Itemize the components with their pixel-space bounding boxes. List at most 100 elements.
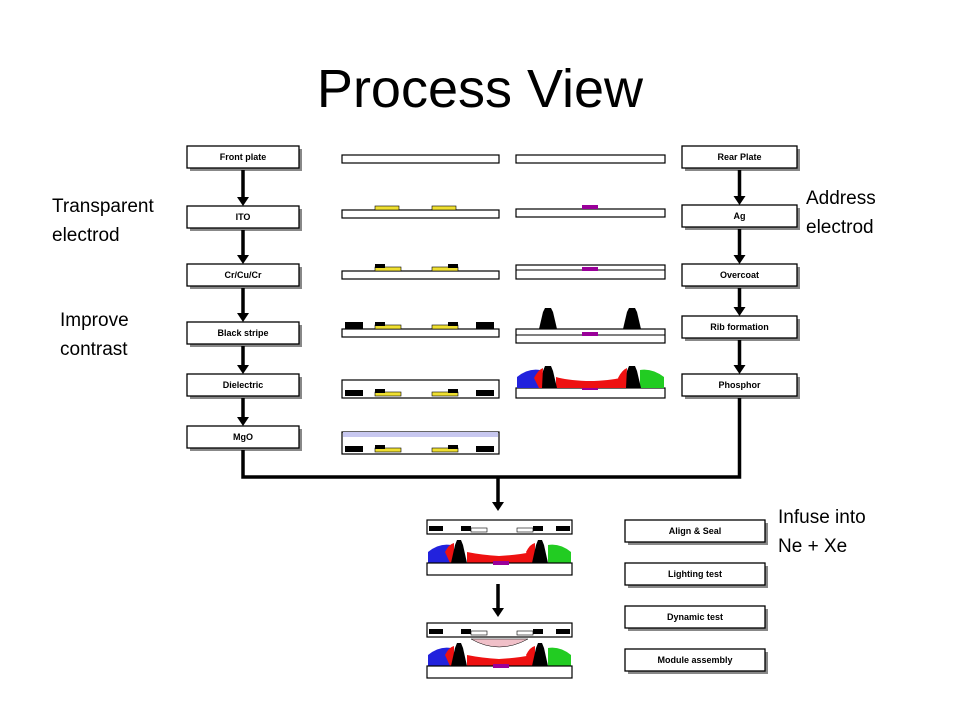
mgo-layer — [343, 432, 498, 437]
bus-electrode — [448, 445, 458, 449]
annotation-infuse-gas: Infuse into Ne + Xe — [778, 507, 866, 557]
rear-step-rear-plate: Rear Plate — [681, 145, 800, 171]
step-label: Black stripe — [217, 328, 268, 338]
merge-line — [241, 398, 742, 479]
address-electrode — [582, 205, 598, 209]
step-label: Lighting test — [668, 569, 722, 579]
rear-step-rib-formation: Rib formation — [681, 315, 800, 341]
flow-connectors — [237, 170, 746, 617]
step-box — [624, 605, 766, 629]
rear-plate-glass — [515, 154, 666, 164]
ito-electrode — [374, 447, 402, 453]
bus-electrode — [375, 389, 385, 393]
black-stripe — [429, 526, 443, 531]
rear-step-ag: Ag — [681, 204, 800, 230]
step-label: Ag — [734, 211, 746, 221]
black-stripe — [556, 526, 570, 531]
bus-electrode — [375, 264, 385, 268]
step-label: Front plate — [220, 152, 267, 162]
flow-arrowhead — [237, 313, 249, 322]
green-phosphor — [548, 647, 571, 666]
step-label: Overcoat — [720, 270, 759, 280]
ito-electrode — [431, 266, 459, 272]
ito-electrode — [374, 324, 402, 330]
bus-electrode — [448, 389, 458, 393]
assembled-panel — [426, 622, 573, 679]
black-stripe — [345, 446, 363, 452]
ito-electrode — [374, 391, 402, 397]
step-label: Align & Seal — [669, 526, 722, 536]
step-label: MgO — [233, 432, 253, 442]
front-step-mgo: MgO — [186, 425, 302, 451]
flow-arrowhead — [237, 255, 249, 264]
red-phosphor-edge — [534, 368, 543, 388]
overcoat-plate-glass — [515, 264, 666, 280]
green-phosphor — [548, 544, 571, 563]
barrier-rib — [451, 540, 467, 563]
front-step-front-plate: Front plate — [186, 145, 302, 171]
ito-electrode — [431, 447, 459, 453]
barrier-rib — [532, 540, 548, 563]
final-step-align-seal: Align & Seal — [624, 519, 768, 545]
final-step-module-assembly: Module assembly — [624, 648, 768, 674]
step-box — [186, 145, 300, 169]
front-step-dielectric: Dielectric — [186, 373, 302, 399]
step-box — [624, 519, 766, 543]
ito-electrode — [431, 205, 457, 211]
assembled-front-plate — [426, 519, 573, 535]
plasma-discharge — [470, 638, 529, 648]
assembled-panel — [426, 519, 573, 576]
bus-electrode — [448, 264, 458, 268]
barrier-rib — [539, 308, 557, 329]
step-box — [624, 648, 766, 672]
black-stripe — [429, 629, 443, 634]
assembled-front-plate — [426, 622, 573, 638]
black-stripe — [556, 629, 570, 634]
flow-arrowhead — [733, 307, 746, 316]
front-step-cr-cu-cr: Cr/Cu/Cr — [186, 263, 302, 289]
black-stripe — [345, 390, 363, 396]
bus-electrode — [533, 526, 543, 531]
flow-arrowhead — [237, 417, 249, 426]
bus-electrode — [375, 445, 385, 449]
blue-phosphor — [517, 369, 540, 388]
red-phosphor — [467, 655, 532, 666]
ito-electrode — [374, 205, 400, 211]
barrier-rib — [623, 308, 641, 329]
black-stripe — [345, 322, 363, 329]
barrier-rib — [532, 643, 548, 666]
rear-step-phosphor: Phosphor — [681, 373, 800, 399]
step-label: Module assembly — [657, 655, 732, 665]
red-phosphor-edge — [445, 646, 454, 666]
step-label: Rear Plate — [717, 152, 761, 162]
final-step-dynamic-test: Dynamic test — [624, 605, 768, 631]
red-phosphor — [556, 377, 624, 388]
annotation-improve-contrast: Improve contrast — [60, 310, 129, 360]
bus-plate-glass — [341, 270, 500, 280]
blue-phosphor — [428, 544, 451, 563]
ito-electrode — [470, 630, 488, 636]
stripe-plate-glass — [341, 328, 500, 338]
address-electrode — [582, 332, 598, 336]
flow-arrowhead — [237, 365, 249, 374]
step-label: Rib formation — [710, 322, 769, 332]
ito-electrode — [516, 630, 534, 636]
flow-arrowhead — [733, 255, 746, 264]
ito-plate-glass — [341, 209, 500, 219]
flow-arrowhead — [237, 197, 249, 206]
flow-arrowhead — [733, 365, 746, 374]
blue-phosphor — [428, 647, 451, 666]
flow-arrowhead — [492, 502, 504, 511]
flow-arrowhead — [733, 196, 746, 205]
ito-electrode — [374, 266, 402, 272]
step-label: ITO — [236, 212, 251, 222]
dielectric-plate-glass — [341, 379, 500, 399]
front-plate-glass — [341, 154, 500, 164]
barrier-rib — [623, 366, 641, 388]
step-box — [624, 562, 766, 586]
red-phosphor-edge — [526, 646, 535, 666]
bus-electrode — [461, 629, 471, 634]
step-label: Dynamic test — [667, 612, 723, 622]
